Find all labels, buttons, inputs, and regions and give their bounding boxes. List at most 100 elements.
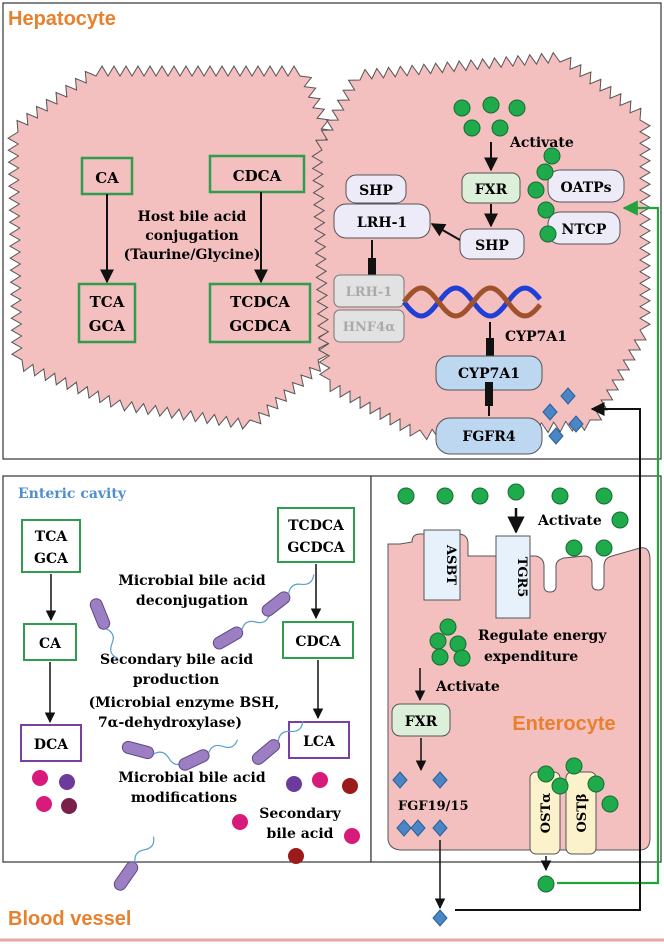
fgf-diamond <box>432 819 448 837</box>
cdca-box-gut <box>282 621 354 659</box>
dna-strand-brown <box>402 285 542 319</box>
bile-acid-dot <box>551 777 569 795</box>
bile-acid-dot <box>429 632 447 650</box>
oatps-box <box>547 169 625 203</box>
lrh1-faded-box <box>333 274 405 308</box>
hepatocyte-title: Hepatocyte <box>8 8 116 30</box>
lrh1-faded-label: LRH-1 <box>346 285 393 300</box>
hnf4a-label: HNF4α <box>343 320 395 335</box>
bile-acid-dot <box>482 96 500 114</box>
tca-gca-box-gut <box>21 519 81 573</box>
fgf-diamonds <box>392 387 584 927</box>
bacterium <box>178 739 239 771</box>
ost-beta-box <box>565 771 597 855</box>
fgf-diamond <box>542 403 558 421</box>
lrh1-label: LRH-1 <box>357 215 407 231</box>
fgf-diamond <box>432 909 448 927</box>
bacterium <box>113 836 155 891</box>
tgr5-box <box>495 535 531 619</box>
enterocyte-title: Enterocyte <box>512 713 615 735</box>
dca-label-gut: DCA <box>34 737 69 753</box>
cdca-label-liver: CDCA <box>233 167 282 185</box>
bile-acid-dot <box>551 487 569 505</box>
fgf-diamond <box>560 387 576 405</box>
fxr-label-gut: FXR <box>405 714 438 730</box>
secondary-production-label-2: production <box>133 672 219 688</box>
fgf-diamond <box>392 771 408 789</box>
secondary-bile-acid-dot <box>286 776 302 792</box>
bile-acid-dot <box>587 775 605 793</box>
gca-label-gut: GCA <box>34 551 69 567</box>
oatps-label: OATPs <box>560 180 611 196</box>
secondary-bile-acid-dot <box>288 848 304 864</box>
bile-acid-dot <box>431 648 449 666</box>
gcdca-label-gut: GCDCA <box>287 540 345 556</box>
secondary-bile-acid-label-1: Secondary <box>259 806 341 822</box>
bile-acid-dot <box>601 795 619 813</box>
shp-label-top: SHP <box>359 183 393 199</box>
bile-acid-dot <box>539 225 557 243</box>
activate-label-liver: Activate <box>509 135 574 151</box>
bile-acid-dot <box>565 539 583 557</box>
deconjugation-label-1: Microbial bile acid <box>118 573 266 589</box>
fgf-to-liver-black-line <box>455 402 641 911</box>
modifications-label-1: Microbial bile acid <box>118 770 266 786</box>
shp-to-lrh1-arrow <box>430 223 461 241</box>
bile-acid-dot <box>471 487 489 505</box>
tcdca-gcdca-box-gut <box>277 507 355 563</box>
hnf4a-box <box>333 309 405 343</box>
bile-acid-dot <box>453 99 471 117</box>
ost-beta-label: OSTβ <box>575 793 590 832</box>
secondary-bile-acid-dot <box>312 772 328 788</box>
ca-box-gut <box>23 623 77 661</box>
bile-acid-dot <box>543 147 561 165</box>
activate-label-gut: Activate <box>537 513 602 529</box>
fxr-box-gut <box>391 703 451 737</box>
enterocyte-cell <box>387 533 651 851</box>
lca-box-gut <box>288 721 350 759</box>
secondary-bile-acid-dot <box>232 814 248 830</box>
lca-label-gut: LCA <box>303 734 336 750</box>
blood-vessel-title: Blood vessel <box>8 908 131 930</box>
cdca-label-gut: CDCA <box>295 634 341 650</box>
bile-acid-dot <box>463 119 481 137</box>
asbt-label: ASBT <box>443 544 458 585</box>
tcdca-label-gut: TCDCA <box>288 518 345 534</box>
tcdca-label-liver: TCDCA <box>230 293 290 311</box>
secondary-bile-acid-dot <box>61 798 77 814</box>
bacterium <box>212 613 271 650</box>
bile-acid-dot <box>565 757 583 775</box>
bile-acid-dot <box>537 201 555 219</box>
enteric-panel <box>2 475 372 863</box>
modifications-label-2: modifications <box>131 790 237 806</box>
ost-alpha-label: OSTα <box>539 793 554 833</box>
bacterium <box>89 598 119 660</box>
conjugation-label-1: Host bile acid <box>138 209 247 225</box>
bile-acid-dot <box>449 635 467 653</box>
secondary-bile-acid-dot <box>344 828 360 844</box>
gca-label-liver: GCA <box>89 317 126 335</box>
ntcp-label: NTCP <box>562 222 607 238</box>
bile-acid-dot <box>453 649 471 667</box>
bile-acid-dot <box>537 875 555 893</box>
cyp7a1-label: CYP7A1 <box>458 366 520 382</box>
cdca-box-liver <box>208 154 306 194</box>
fgfr4-label: FGFR4 <box>462 429 515 445</box>
bile-acid-dot <box>507 483 525 501</box>
fxr-box-liver <box>461 172 521 204</box>
bile-acid-dot <box>536 163 554 181</box>
secondary-bile-acid-dots <box>32 770 360 864</box>
secondary-bile-acid-dot <box>342 778 358 794</box>
ca-label-gut: CA <box>39 636 62 652</box>
fgf-diamond <box>396 819 412 837</box>
bile-acid-dot <box>491 119 509 137</box>
bile-acid-dot <box>595 487 613 505</box>
dca-box-gut <box>20 724 82 762</box>
bile-acid-dots <box>397 96 629 893</box>
activate-label-gut-2: Activate <box>435 679 500 695</box>
fgf-label: FGF19/15 <box>398 799 469 814</box>
fgf-diamond <box>548 427 564 445</box>
tca-gca-box-liver <box>77 282 137 344</box>
lrh1-box <box>333 203 431 239</box>
